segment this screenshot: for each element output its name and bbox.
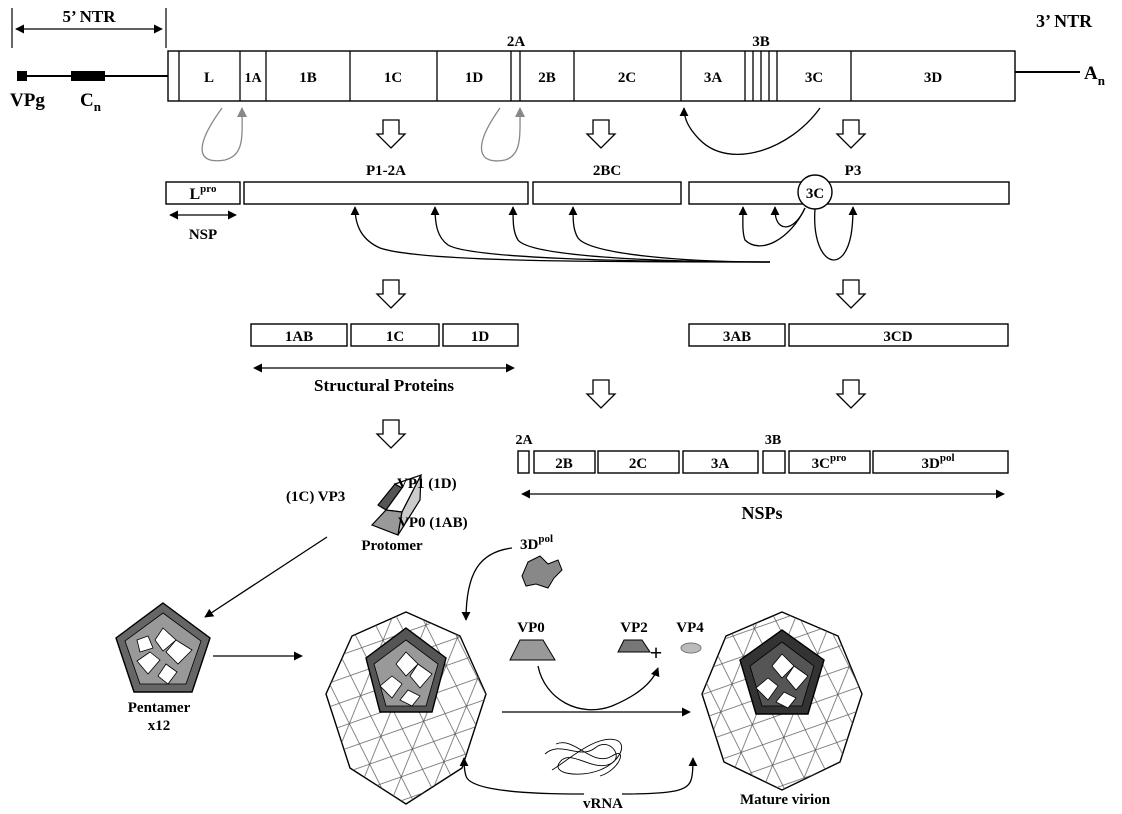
structural-proteins: 1AB 1C 1D Structural Proteins bbox=[251, 324, 518, 395]
segment-1B: 1B bbox=[299, 70, 317, 86]
vp0-cleavage-arrow bbox=[538, 666, 658, 710]
mature-virion: Mature virion bbox=[702, 612, 862, 808]
protomer-vp0-label: VP0 (1AB) bbox=[398, 515, 468, 531]
3dpol-entry-arrow bbox=[466, 548, 512, 620]
segment-3C: 3C bbox=[805, 70, 823, 86]
p3-products: 3AB 3CD bbox=[689, 324, 1008, 346]
vp2-label: VP2 bbox=[620, 620, 648, 636]
protomer-vp1-label: VP1 (1D) bbox=[397, 476, 457, 492]
segment-3B-label: 3B bbox=[752, 34, 770, 50]
vrna-arrow-left bbox=[464, 758, 584, 794]
nsp-label: NSP bbox=[189, 227, 217, 243]
down-arrow bbox=[377, 420, 405, 448]
protomer-caption: Protomer bbox=[361, 538, 423, 554]
p3-box bbox=[689, 182, 1009, 204]
pentamer-label: Pentamer bbox=[128, 700, 191, 716]
genome-row: 5’ NTR VPg Cn L 1A 1B bbox=[10, 7, 1106, 161]
1d-label: 1D bbox=[471, 329, 490, 345]
an-label: An bbox=[1084, 63, 1106, 88]
procapsid bbox=[326, 612, 486, 804]
precursors-row: Lpro NSP P1-2A 2BC P3 3C bbox=[166, 163, 1009, 262]
ntr5-label: 5’ NTR bbox=[62, 7, 116, 26]
3c-cleavage-arrow-top bbox=[684, 108, 820, 154]
2bc-label: 2BC bbox=[593, 163, 621, 179]
3dpol-free-label: 3Dpol bbox=[520, 533, 553, 553]
mature-virion-label: Mature virion bbox=[740, 792, 831, 808]
segment-2B: 2B bbox=[538, 70, 556, 86]
1ab-label: 1AB bbox=[285, 329, 313, 345]
vp0-label: VP0 bbox=[517, 620, 545, 636]
vp4-label: VP4 bbox=[676, 620, 704, 636]
lpro-cleavage-arrow bbox=[202, 108, 242, 161]
nsp-products: 2A 3B 2B 2C 3A 3Cpro 3Dpol NSPs bbox=[515, 433, 1008, 523]
segment-3D: 3D bbox=[924, 70, 943, 86]
down-arrow bbox=[837, 280, 865, 308]
3c-cleavage-arrows bbox=[355, 207, 853, 262]
vp2-shape bbox=[618, 640, 650, 652]
2a-label: 2A bbox=[515, 433, 533, 448]
nsps-caption: NSPs bbox=[741, 503, 782, 523]
2c-label: 2C bbox=[629, 456, 647, 472]
p3-label: P3 bbox=[845, 163, 862, 179]
polyprotein-box bbox=[168, 51, 1015, 101]
segment-L: L bbox=[204, 70, 214, 86]
3c-circle-label: 3C bbox=[806, 186, 824, 202]
3cd-label: 3CD bbox=[883, 329, 912, 345]
vp4-shape bbox=[681, 643, 701, 653]
down-arrow bbox=[837, 120, 865, 148]
2a-box bbox=[518, 451, 529, 473]
segment-2A-label: 2A bbox=[507, 34, 526, 50]
vrna-label: vRNA bbox=[583, 796, 623, 812]
3b-label: 3B bbox=[765, 433, 781, 448]
vrna-tangle bbox=[545, 739, 622, 776]
3b-box bbox=[763, 451, 785, 473]
protomer-to-pentamer-arrow bbox=[205, 537, 327, 617]
pentamer-count-label: x12 bbox=[148, 718, 171, 734]
segment-1A: 1A bbox=[244, 71, 262, 86]
down-arrow bbox=[837, 380, 865, 408]
protomer-vp3-label: (1C) VP3 bbox=[286, 489, 345, 505]
vpg-label: VPg bbox=[10, 90, 45, 111]
3dpol-blob-icon bbox=[522, 556, 562, 588]
cn-label: Cn bbox=[80, 90, 102, 114]
pentamer: Pentamer x12 bbox=[116, 603, 210, 734]
segment-1C: 1C bbox=[384, 70, 402, 86]
cn-block bbox=[71, 71, 105, 81]
p1-2a-box bbox=[244, 182, 528, 204]
plus-sign: + bbox=[650, 640, 663, 665]
segment-2C: 2C bbox=[618, 70, 636, 86]
vrna-arrow-right bbox=[622, 758, 693, 794]
protomer: (1C) VP3 VP1 (1D) VP0 (1AB) Protomer bbox=[286, 475, 468, 554]
segment-3A: 3A bbox=[704, 70, 723, 86]
3a-label: 3A bbox=[711, 456, 730, 472]
vp0-shape bbox=[510, 640, 555, 660]
vpg-block bbox=[17, 71, 27, 81]
2a-cleavage-arrow bbox=[481, 108, 520, 161]
ntr3-label: 3’ NTR bbox=[1036, 11, 1093, 31]
p1-2a-label: P1-2A bbox=[366, 163, 406, 179]
1c-label: 1C bbox=[386, 329, 404, 345]
2b-label: 2B bbox=[555, 456, 573, 472]
down-arrow bbox=[377, 280, 405, 308]
2bc-box bbox=[533, 182, 681, 204]
down-arrow bbox=[377, 120, 405, 148]
3ab-label: 3AB bbox=[723, 329, 751, 345]
down-arrow bbox=[587, 380, 615, 408]
down-arrow bbox=[587, 120, 615, 148]
segment-1D: 1D bbox=[465, 70, 484, 86]
structural-caption: Structural Proteins bbox=[314, 376, 454, 395]
